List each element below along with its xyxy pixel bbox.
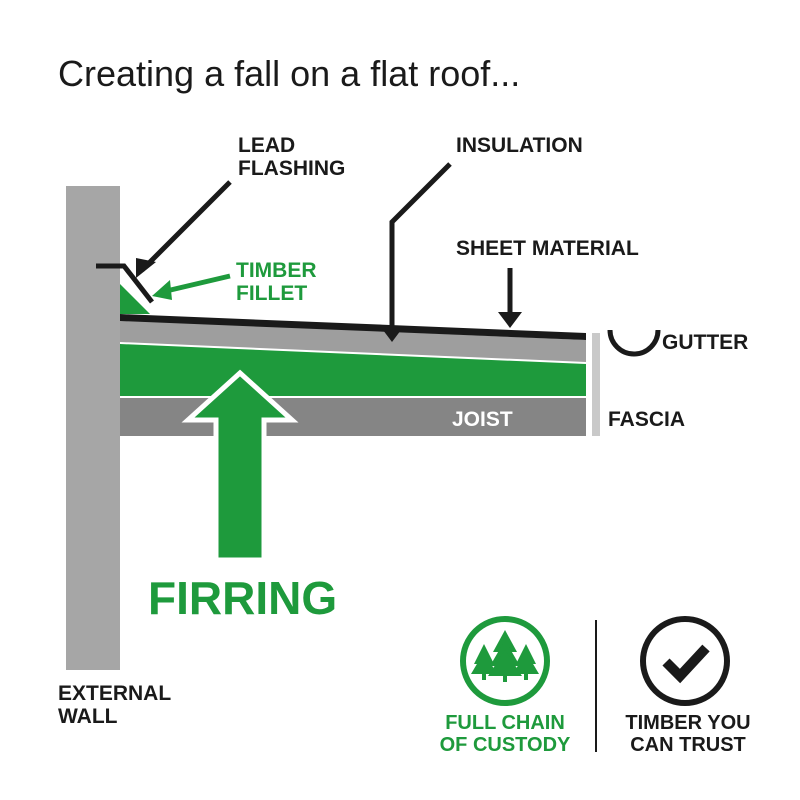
label-fascia: FASCIA [608, 408, 685, 431]
label-lead-flashing-1: LEAD [238, 134, 295, 157]
sheet-material [120, 314, 586, 340]
label-lead-flashing-2: FLASHING [238, 157, 345, 180]
label-external-wall-2: WALL [58, 705, 118, 728]
label-joist: JOIST [452, 408, 513, 431]
external-wall [66, 186, 120, 670]
checkmark-circle-icon [640, 616, 730, 706]
label-insulation: INSULATION [456, 134, 583, 157]
badge-chain-line-2: OF CUSTODY [440, 734, 571, 756]
insulation-leader [389, 162, 452, 330]
label-gutter: GUTTER [662, 331, 748, 354]
sheet-material-arrowhead [498, 312, 522, 328]
label-external-wall-1: EXTERNAL [58, 682, 171, 705]
firring-arrow [181, 369, 299, 563]
insulation-layer [120, 320, 586, 362]
lead-flashing [96, 263, 154, 304]
tree-circle-icon [460, 616, 550, 706]
label-sheet-material: SHEET MATERIAL [456, 237, 639, 260]
lead-flashing-leader [140, 180, 232, 272]
badge-trust-line-2: CAN TRUST [630, 734, 746, 756]
timber-fillet-leader [161, 273, 231, 295]
insulation-arrowhead [380, 326, 404, 342]
timber-fillet [120, 284, 150, 314]
gutter-icon [607, 329, 661, 357]
label-timber-fillet-1: TIMBER [236, 259, 317, 282]
badge-chain-line-1: FULL CHAIN [445, 712, 565, 734]
label-firring: FIRRING [148, 572, 337, 624]
timber-fillet-arrowhead [152, 280, 172, 300]
page-title: Creating a fall on a flat roof... [58, 53, 520, 94]
badge-trust-line-1: TIMBER YOU [625, 712, 750, 734]
lead-flashing-arrowhead [136, 258, 156, 278]
label-timber-fillet-2: FILLET [236, 282, 307, 305]
fascia-board [592, 333, 600, 436]
